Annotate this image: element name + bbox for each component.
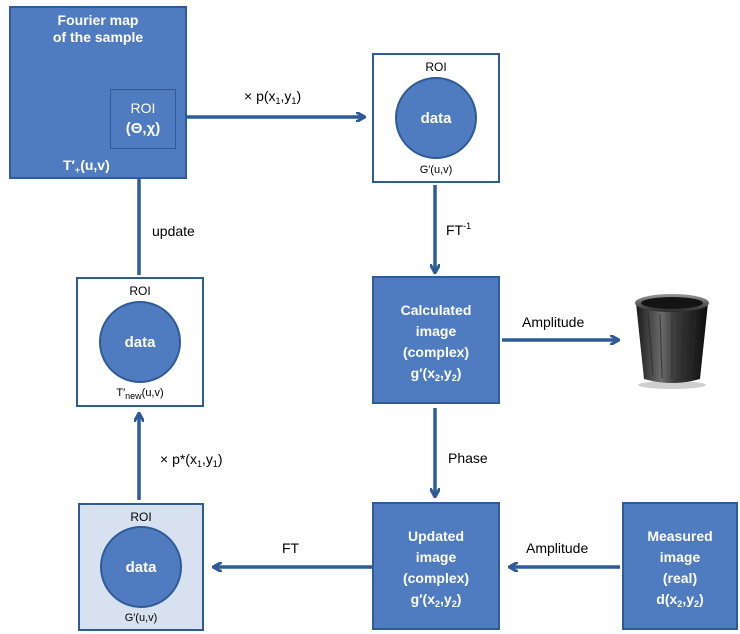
measured-image-box: Measured image (real) d(x2,y2)	[622, 502, 738, 630]
top-roi-caption: G′(u,v)	[419, 164, 453, 176]
measured-image-text: Measured image (real) d(x2,y2)	[647, 528, 713, 609]
updated-image-box: Updated image (complex) g′(x2,y2)	[372, 502, 500, 630]
left-roi-label: ROI	[129, 284, 151, 298]
fourier-roi-label: ROI	[130, 100, 156, 116]
left-roi-data-circle: data	[99, 301, 181, 383]
label-ft: FT	[282, 540, 300, 556]
label-amplitude-top: Amplitude	[522, 314, 585, 330]
trash-can-icon	[626, 289, 718, 389]
bottom-roi-data-circle: data	[100, 526, 182, 608]
top-roi-label: ROI	[425, 60, 447, 74]
top-roi-data-circle: data	[395, 77, 477, 159]
bottom-roi-box: ROI data G′(u,v)	[78, 503, 204, 631]
left-roi-box: ROI data T′new(u,v)	[76, 277, 204, 407]
fourier-t-plus-label: T′+(u,v)	[63, 157, 110, 175]
label-phase: Phase	[448, 450, 488, 466]
fourier-roi-coords: (Θ,χ)	[125, 120, 161, 137]
top-roi-box: ROI data G′(u,v)	[372, 53, 500, 183]
fourier-roi-box: ROI (Θ,χ)	[110, 89, 176, 149]
fourier-map-title: Fourier map of the sample	[11, 12, 185, 46]
label-multiply-p-star: × p*(x1,y1)	[160, 451, 223, 469]
label-ft-inverse: FT-1	[446, 221, 472, 239]
label-multiply-p: × p(x1,y1)	[244, 88, 302, 106]
fourier-title-line1: Fourier map	[57, 12, 139, 28]
calculated-image-text: Calculated image (complex) g′(x2,y2)	[400, 302, 472, 383]
bottom-roi-caption: G′(u,v)	[124, 612, 158, 624]
fourier-title-line2: of the sample	[52, 29, 144, 45]
label-update: update	[152, 223, 195, 239]
left-roi-caption: T′new(u,v)	[116, 387, 164, 401]
updated-image-text: Updated image (complex) g′(x2,y2)	[402, 528, 470, 609]
label-amplitude-bottom: Amplitude	[526, 540, 589, 556]
bottom-roi-label: ROI	[130, 510, 152, 524]
fourier-map-box: Fourier map of the sample ROI (Θ,χ) T′+(…	[9, 6, 187, 179]
calculated-image-box: Calculated image (complex) g′(x2,y2)	[372, 276, 500, 404]
